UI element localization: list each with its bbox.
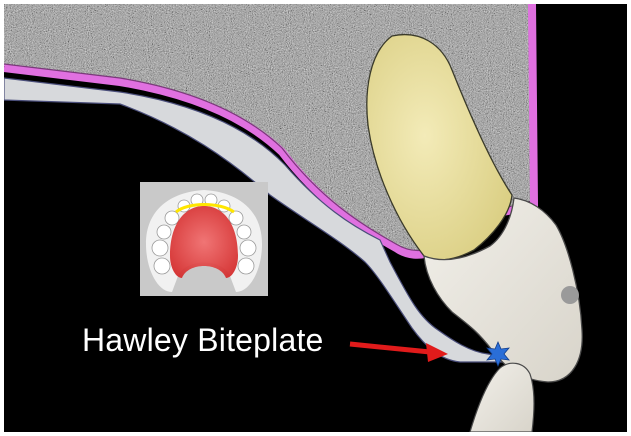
circle-icon	[561, 286, 579, 304]
hawley-appliance-photo	[140, 182, 268, 296]
hawley-biteplate-label: Hawley Biteplate	[82, 322, 324, 359]
